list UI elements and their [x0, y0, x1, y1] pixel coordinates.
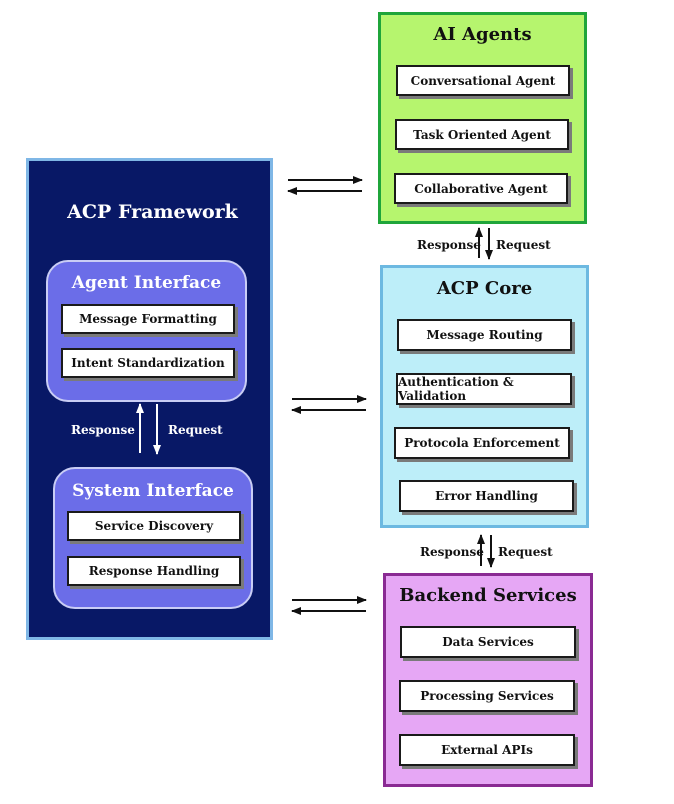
system-interface-box: System Interface Service Discovery Respo… [53, 467, 253, 609]
framework-inner-arrows [136, 403, 161, 455]
agents-core-request-label: Request [496, 238, 551, 252]
processing-services-box: Processing Services [399, 680, 575, 712]
framework-response-label: Response [71, 423, 135, 437]
framework-backend-arrows [291, 596, 367, 615]
acp-core-panel: ACP Core Message Routing Authentication … [380, 265, 589, 528]
framework-title: ACP Framework [67, 201, 238, 223]
framework-request-label: Request [168, 423, 223, 437]
acp-core-title: ACP Core [436, 278, 533, 299]
framework-agents-arrows [287, 176, 363, 195]
collaborative-agent-box: Collaborative Agent [394, 173, 568, 204]
system-interface-title: System Interface [72, 481, 234, 501]
protocola-enforcement-box: Protocola Enforcement [394, 427, 570, 459]
agent-interface-box: Agent Interface Message Formatting Inten… [46, 260, 247, 402]
ai-agents-title: AI Agents [433, 24, 532, 45]
conversational-agent-box: Conversational Agent [396, 65, 570, 96]
backend-services-panel: Backend Services Data Services Processin… [383, 573, 593, 787]
message-routing-box: Message Routing [397, 319, 572, 351]
task-oriented-agent-box: Task Oriented Agent [395, 119, 569, 150]
core-backend-response-label: Response [420, 545, 484, 559]
response-handling-box: Response Handling [67, 556, 241, 586]
service-discovery-box: Service Discovery [67, 511, 241, 541]
framework-core-arrows [291, 395, 367, 414]
message-formatting-box: Message Formatting [61, 304, 235, 334]
agent-interface-title: Agent Interface [71, 273, 222, 293]
data-services-box: Data Services [400, 626, 576, 658]
intent-standardization-box: Intent Standardization [61, 348, 235, 378]
ai-agents-panel: AI Agents Conversational Agent Task Orie… [378, 12, 587, 224]
agents-core-response-label: Response [417, 238, 481, 252]
acp-framework-panel: ACP Framework Agent Interface Message Fo… [26, 158, 273, 640]
core-backend-request-label: Request [498, 545, 553, 559]
backend-services-title: Backend Services [399, 585, 577, 606]
authentication-validation-box: Authentication & Validation [396, 373, 572, 405]
error-handling-box: Error Handling [399, 480, 574, 512]
external-apis-box: External APIs [399, 734, 575, 766]
agents-core-vertical-arrows [475, 227, 493, 260]
core-backend-vertical-arrows [477, 534, 495, 568]
